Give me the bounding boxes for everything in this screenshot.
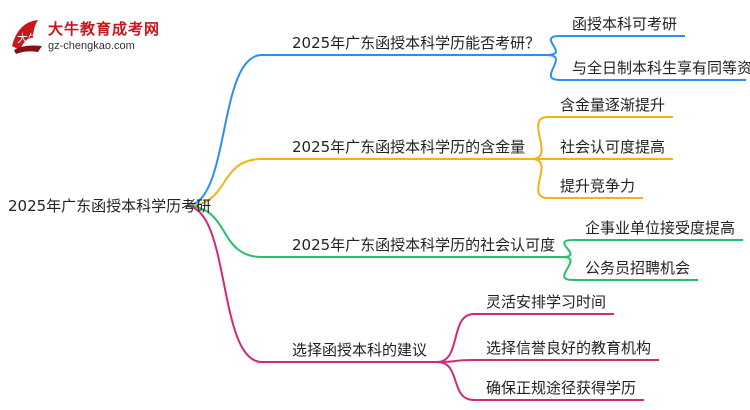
leaf-0-1-link [546,54,746,81]
branch-0-link [185,54,547,207]
branch-3-label[interactable]: 选择函授本科的建议 [292,341,427,359]
leaf-3-1-label[interactable]: 选择信誉良好的教育机构 [486,339,651,357]
leaf-2-1-link [561,256,698,281]
leaf-2-0-link [561,239,743,258]
leaf-0-0-label[interactable]: 函授本科可考研 [572,15,677,33]
logo-title: 大牛教育成考网 [48,20,161,38]
leaf-1-2-label[interactable]: 提升竞争力 [560,177,635,195]
leaf-1-2-link [531,158,643,199]
branch-1-label[interactable]: 2025年广东函授本科学历的含金量 [292,138,525,156]
branch-3-link [185,205,437,363]
leaf-0-1-label[interactable]: 与全日制本科生享有同等资格 [572,59,750,77]
leaf-2-0-label[interactable]: 企事业单位接受度提高 [585,219,735,237]
leaf-1-0-label[interactable]: 含金量逐渐提升 [560,96,665,114]
leaf-3-2-link [436,361,644,401]
leaf-1-1-label[interactable]: 社会认可度提高 [560,138,665,156]
branch-2-link [185,205,562,258]
leaf-3-2-label[interactable]: 确保正规途径获得学历 [486,379,636,397]
branch-0-label[interactable]: 2025年广东函授本科学历能否考研？ [292,34,540,52]
leaf-2-1-label[interactable]: 公务员招聘机会 [585,259,690,277]
mindmap-links [185,35,746,401]
site-logo[interactable]: 大牛 大牛教育成考网 gz-chengkao.com [8,16,168,60]
leaf-3-0-link [436,313,614,363]
root-node[interactable]: 2025年广东函授本科学历考研 [8,197,211,215]
leaf-0-0-link [546,35,685,56]
branch-2-label[interactable]: 2025年广东函授本科学历的社会认可度 [292,236,555,254]
branch-1-link [185,158,532,207]
logo-url: gz-chengkao.com [48,40,135,52]
leaf-3-0-label[interactable]: 灵活安排学习时间 [486,293,606,311]
leaf-1-0-link [531,116,673,160]
logo-mark-text: 大牛 [17,31,39,45]
logo-mark-icon: 大牛 [12,20,42,54]
mindmap-nodes: 2025年广东函授本科学历考研 2025年广东函授本科学历能否考研？ 函授本科可考研… [8,15,750,397]
leaf-3-1-link [436,359,659,363]
